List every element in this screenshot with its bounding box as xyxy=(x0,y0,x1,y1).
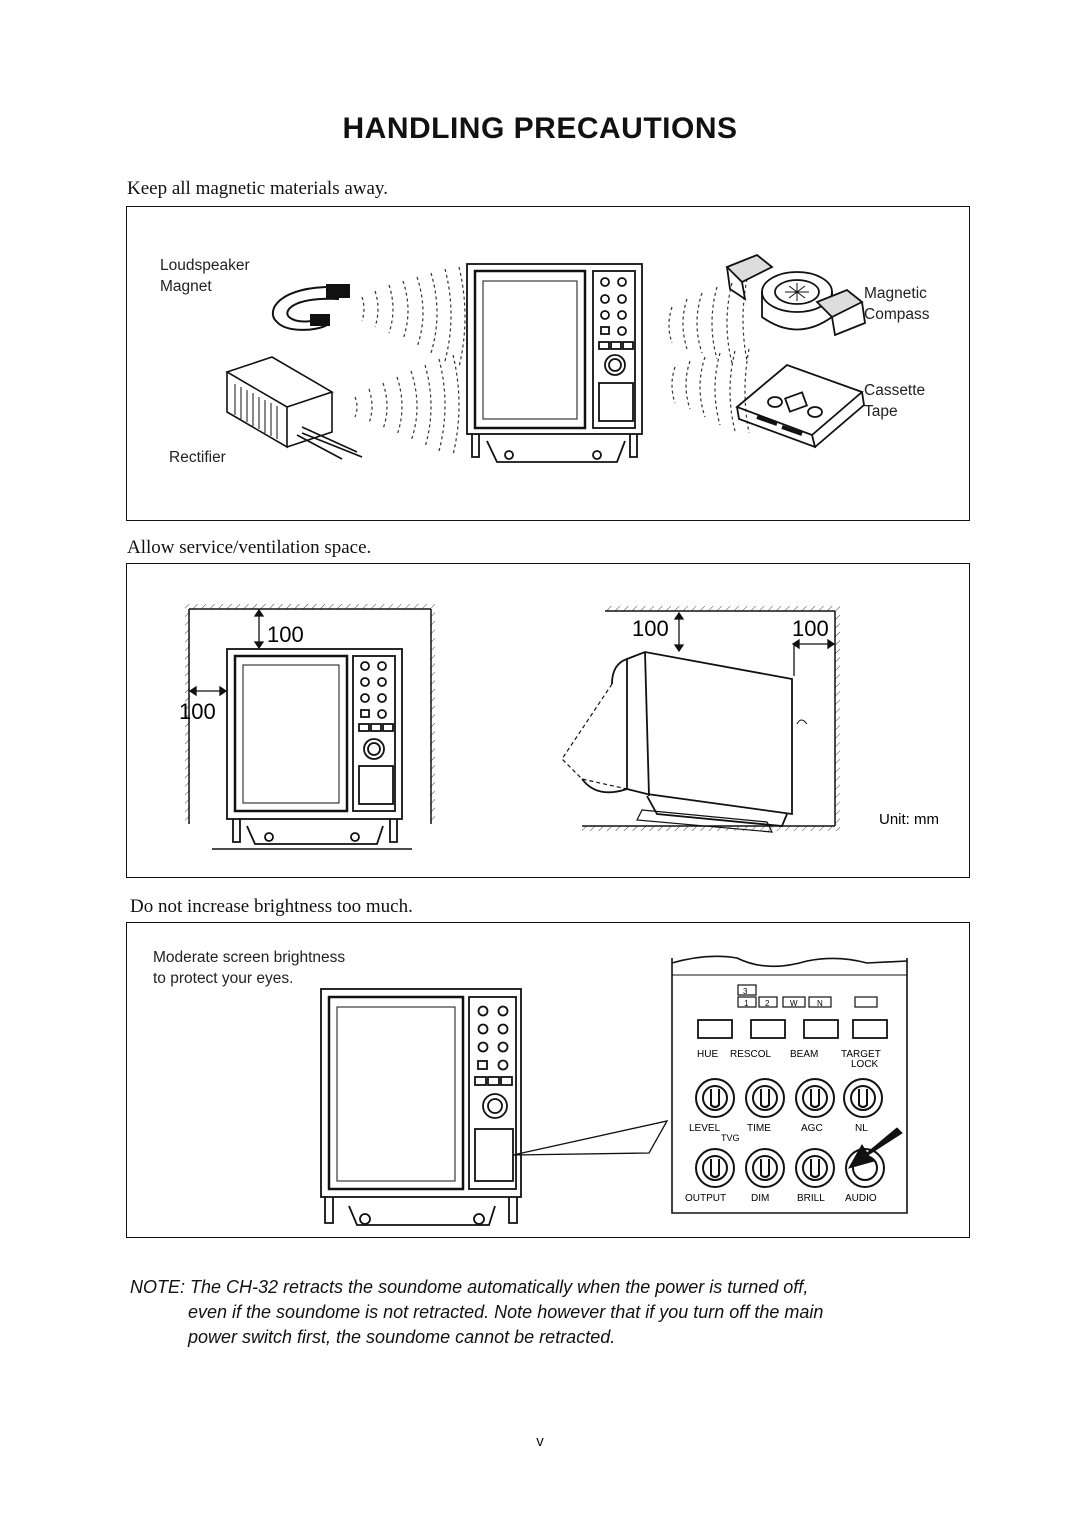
front-dimension-arrows xyxy=(188,608,265,697)
pointer-arrow-icon xyxy=(847,1127,903,1169)
switch-label-2: 2 xyxy=(765,999,770,1008)
button-label-target: TARGET xyxy=(841,1049,881,1060)
button-label-lock: LOCK xyxy=(851,1059,879,1070)
callout-lines xyxy=(512,1120,669,1156)
page-number: v xyxy=(536,1433,544,1450)
knob-label-output: OUTPUT xyxy=(685,1193,726,1204)
note-line-1: NOTE: The CH-32 retracts the soundome au… xyxy=(130,1277,809,1297)
rectifier-label: Rectifier xyxy=(169,449,226,466)
knob-label-time: TIME xyxy=(747,1123,771,1134)
section-heading-magnetic: Keep all magnetic materials away. xyxy=(127,178,388,199)
knob-row-lower xyxy=(695,1148,885,1188)
brightness-illustration: 3 1 2 W N HUE RESCOL BEAM TARGET LOCK LE… xyxy=(320,955,908,1226)
cassette-icon xyxy=(735,363,865,449)
knob-label-level: LEVEL xyxy=(689,1123,721,1134)
note-line-3: power switch first, the soundome cannot … xyxy=(188,1327,616,1347)
note-paragraph: NOTE: The CH-32 retracts the soundome au… xyxy=(130,1275,980,1350)
brightness-unit-icon xyxy=(320,988,522,1226)
switch-label-n: N xyxy=(817,999,823,1008)
magnetic-illustration xyxy=(225,253,866,463)
dim-side-right: 100 xyxy=(792,616,829,641)
note-line-2: even if the soundome is not retracted. N… xyxy=(188,1302,824,1322)
section-heading-ventilation: Allow service/ventilation space. xyxy=(127,537,372,558)
front-view-unit-icon xyxy=(226,648,403,845)
panel-switches xyxy=(737,984,878,1008)
front-view-enclosure xyxy=(185,604,435,850)
magnet-icon xyxy=(271,284,350,331)
magnetic-waves-right xyxy=(668,278,750,434)
section-heading-brightness: Do not increase brightness too much. xyxy=(130,896,413,917)
compass-label: Magnetic Compass xyxy=(864,285,930,323)
knob-row-upper xyxy=(695,1078,883,1118)
tvg-label: TVG xyxy=(721,1133,740,1143)
knob-label-agc: AGC xyxy=(801,1123,823,1134)
brightness-panel: Moderate screen brightness to protect yo… xyxy=(126,922,970,1238)
knob-label-nl: NL xyxy=(855,1123,868,1134)
dim-side-top: 100 xyxy=(632,616,669,641)
page-title: HANDLING PRECAUTIONS xyxy=(342,112,738,145)
button-label-hue: HUE xyxy=(697,1049,718,1060)
dim-front-top: 100 xyxy=(267,622,304,647)
compass-icon xyxy=(725,253,866,337)
side-view-unit-icon xyxy=(561,651,808,833)
switch-top-label: 3 xyxy=(743,987,748,996)
switch-label-1: 1 xyxy=(744,999,749,1008)
ventilation-panel: 100 100 100 100 Unit: mm xyxy=(126,563,970,878)
sounder-unit-icon xyxy=(466,263,643,463)
knob-label-brill: BRILL xyxy=(797,1193,825,1204)
dim-front-left: 100 xyxy=(179,699,216,724)
control-panel-detail xyxy=(671,955,908,1214)
panel-buttons xyxy=(697,1019,888,1039)
knob-label-audio: AUDIO xyxy=(845,1193,877,1204)
magnetic-waves-left xyxy=(354,266,466,456)
loudspeaker-label: Loudspeaker Magnet xyxy=(160,257,250,295)
button-label-beam: BEAM xyxy=(790,1049,818,1060)
cassette-label: Cassette Tape xyxy=(864,382,926,420)
rectifier-icon xyxy=(225,356,363,460)
unit-label: Unit: mm xyxy=(879,811,939,828)
button-label-rescol: RESCOL xyxy=(730,1049,772,1060)
side-dimension-arrows xyxy=(673,611,836,676)
brightness-caption: Moderate screen brightness to protect yo… xyxy=(153,949,346,987)
magnetic-panel: Loudspeaker Magnet Rectifier Magnetic Co… xyxy=(126,206,970,521)
switch-label-w: W xyxy=(790,999,798,1008)
ventilation-illustration: 100 100 100 100 Unit: mm xyxy=(179,604,939,850)
knob-label-dim: DIM xyxy=(751,1193,769,1204)
